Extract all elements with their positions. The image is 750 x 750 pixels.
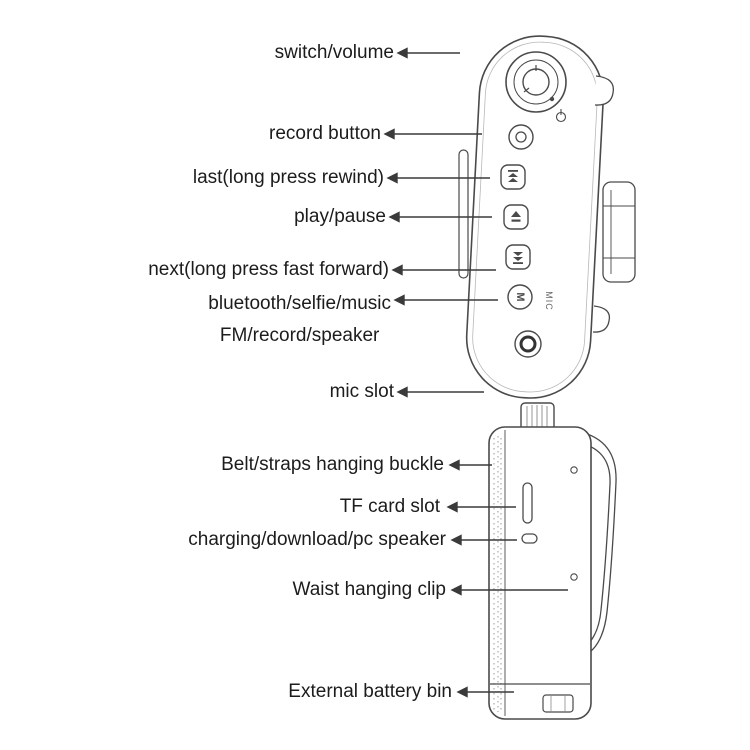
label-play-pause: play/pause: [294, 206, 386, 227]
arrow-mode-button: [393, 294, 498, 306]
arrow-belt-buckle: [448, 459, 492, 471]
device-body-inner-line: [472, 41, 598, 393]
label-mode-button: bluetooth/selfie/music FM/record/speaker: [208, 288, 391, 352]
arrow-mic-slot: [396, 386, 484, 398]
arrow-battery-bin: [456, 686, 514, 698]
play-pause-button[interactable]: [503, 204, 529, 230]
battery-bin[interactable]: [490, 683, 590, 713]
last-button[interactable]: [500, 164, 526, 190]
top-knob[interactable]: [520, 402, 555, 431]
label-charging: charging/download/pc speaker: [188, 529, 446, 550]
volume-knob[interactable]: [505, 51, 567, 113]
mic-text: MIC: [544, 291, 554, 311]
label-next-button: next(long press fast forward): [148, 259, 389, 280]
arrow-switch-volume: [396, 47, 460, 59]
arrow-tf-card-slot: [446, 501, 516, 513]
label-battery-bin: External battery bin: [288, 681, 452, 702]
label-record-button: record button: [269, 123, 381, 144]
arrow-waist-clip: [450, 584, 568, 596]
label-mode-line1: bluetooth/selfie/music: [208, 293, 391, 314]
device-side-view: [488, 402, 617, 720]
device-body: [488, 426, 592, 720]
mode-button-label: M: [514, 292, 526, 301]
label-switch-volume: switch/volume: [274, 42, 394, 63]
arrow-play-pause: [388, 211, 492, 223]
arrow-charging: [450, 534, 517, 546]
label-tf-card-slot: TF card slot: [339, 496, 440, 517]
screw: [570, 573, 578, 581]
device-body: [465, 35, 605, 399]
charging-port[interactable]: [521, 533, 538, 544]
mode-button[interactable]: M: [507, 284, 533, 310]
arrow-next-button: [391, 264, 496, 276]
side-slot: [458, 149, 469, 279]
label-mic-slot: mic slot: [329, 381, 394, 402]
label-last-button: last(long press rewind): [192, 167, 384, 188]
label-waist-clip: Waist hanging clip: [292, 579, 446, 600]
strap-hook-top: [594, 75, 615, 106]
clip-bracket: [602, 181, 636, 283]
label-mode-line2: FM/record/speaker: [219, 325, 380, 346]
power-icon: [555, 109, 567, 123]
record-button[interactable]: [508, 124, 534, 150]
next-button[interactable]: [505, 244, 531, 270]
tf-card-slot[interactable]: [522, 482, 533, 524]
strap-hook-bottom: [592, 305, 611, 333]
arrow-last-button: [386, 172, 490, 184]
screw: [570, 466, 578, 474]
device-top-view: M MIC: [458, 35, 636, 399]
label-belt-buckle: Belt/straps hanging buckle: [221, 454, 444, 475]
mic-hole: [514, 330, 542, 358]
arrow-record-button: [383, 128, 482, 140]
